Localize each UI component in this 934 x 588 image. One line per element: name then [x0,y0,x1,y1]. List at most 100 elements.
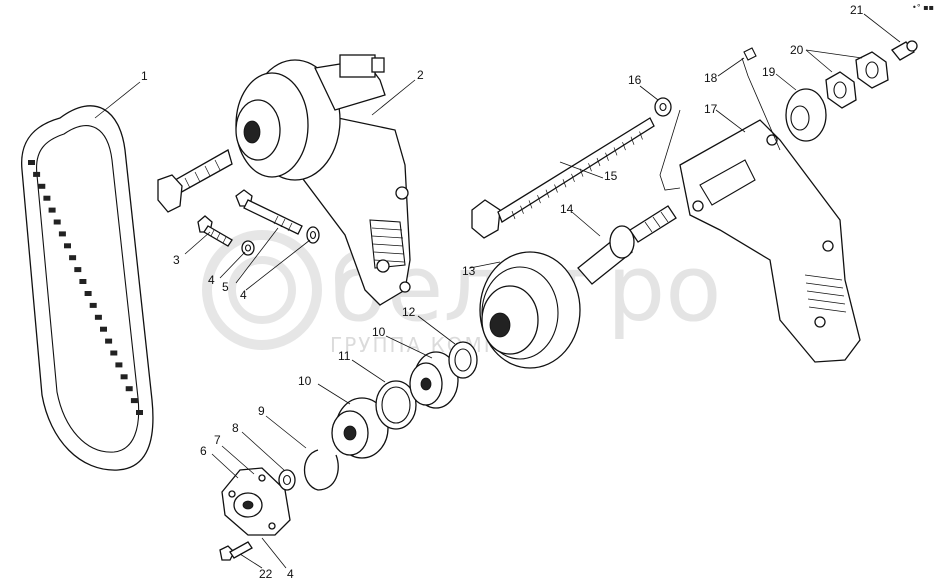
nut-20b [855,51,889,89]
nut-20a [825,71,857,109]
tensioner-housing [157,54,411,306]
washer-19-hole [790,105,810,131]
bearing-10b [409,351,459,409]
washer-16 [654,97,672,117]
belt-tooth [94,314,102,320]
washer-16-hole [659,102,667,112]
belt-tooth [64,243,71,249]
watermark-logo-icon [202,230,322,350]
callout-6: 6 [200,444,207,458]
callout-7: 7 [214,433,221,447]
thread-line [554,184,558,193]
callout-1: 1 [141,69,148,83]
belt-tooth [38,183,46,189]
belt-tooth [105,338,113,344]
washer-4a [241,240,255,256]
callout-11: 11 [338,349,351,363]
callout-12: 12 [402,305,416,319]
callout-8: 8 [232,421,239,435]
thread-line [528,200,533,209]
thread-line [622,141,626,151]
callout-4a: 4 [208,273,215,287]
thread-line [511,210,516,220]
bolt-22 [219,541,253,561]
callout-labels: 1 2 3 4 4 4 5 6 7 8 9 10 10 11 12 13 14 … [141,3,864,581]
long-bolt-15 [471,117,655,239]
callout-10b: 10 [372,325,386,339]
callout-16: 16 [628,73,642,87]
callout-4b: 4 [240,288,247,302]
thread-line [596,157,601,167]
washer-8 [278,469,296,491]
belt-tooth [125,386,133,392]
belt-tooth [33,171,41,177]
callout-17: 17 [704,102,718,116]
callout-18: 18 [704,71,718,85]
pulley-13 [479,251,581,369]
callout-3: 3 [173,253,180,267]
belt-tooth [120,374,128,380]
thread-line [562,179,567,188]
pulley-cover [221,467,291,536]
retaining-ring-9 [304,449,339,491]
belt-tooth [115,362,123,368]
callout-20: 20 [790,43,804,57]
callout-22: 22 [259,567,273,581]
callout-10a: 10 [298,374,312,388]
leader-lines [94,13,901,569]
belt-tooth [69,255,77,261]
washer-4a-hole [244,244,252,252]
callout-13: 13 [462,264,476,278]
axle-14 [577,205,677,285]
washer-4b-hole [309,230,317,240]
bracket-17 [679,119,861,363]
thread-line [613,147,618,156]
belt-tooth [110,350,118,356]
callout-2: 2 [417,68,424,82]
belt-tooth [100,326,107,332]
seal-12-inner [454,348,472,372]
callout-19: 19 [762,65,776,79]
callout-15: 15 [604,169,618,183]
seal-12 [448,341,478,379]
spacer-ring-11-inner [381,386,411,424]
thread-line [537,194,541,204]
bolt-5 [235,189,303,235]
washer-4b [306,226,320,244]
belt-tooth [43,195,51,201]
watermark: белагро ГРУППА КОМПАНИЙ [202,230,722,357]
belt-tooth [58,231,66,237]
belt-tooth [130,398,138,404]
callout-14: 14 [560,202,574,216]
thread-line [571,173,575,183]
washer-8-hole [282,474,292,486]
grease-fitting-21 [891,40,918,61]
callout-21: 21 [850,3,864,17]
thread-line [639,131,643,140]
belt-teeth [28,160,143,415]
thread-line [545,189,550,198]
belt-tooth [84,291,92,296]
washer-19 [785,88,827,142]
wire-18 [741,57,781,151]
belt-tooth [89,302,97,308]
bearing-10 [331,397,389,459]
wire-16-lead [659,109,681,191]
toothed-belt [21,105,154,471]
corner-mark: •° ▪▪▪ [912,3,934,12]
callout-4c: 4 [287,567,294,581]
thread-line [520,205,524,214]
clip-18 [743,47,757,61]
belt-tooth [136,410,143,415]
thread-line [605,152,609,161]
bolt-3 [197,215,233,247]
callout-5: 5 [222,280,229,294]
belt-tooth [74,267,82,273]
thread-line [630,136,635,145]
belt-tooth [48,207,56,213]
belt-tooth [53,219,61,225]
thread-line [588,163,592,172]
belt-tooth [79,279,87,284]
callout-9: 9 [258,404,265,418]
